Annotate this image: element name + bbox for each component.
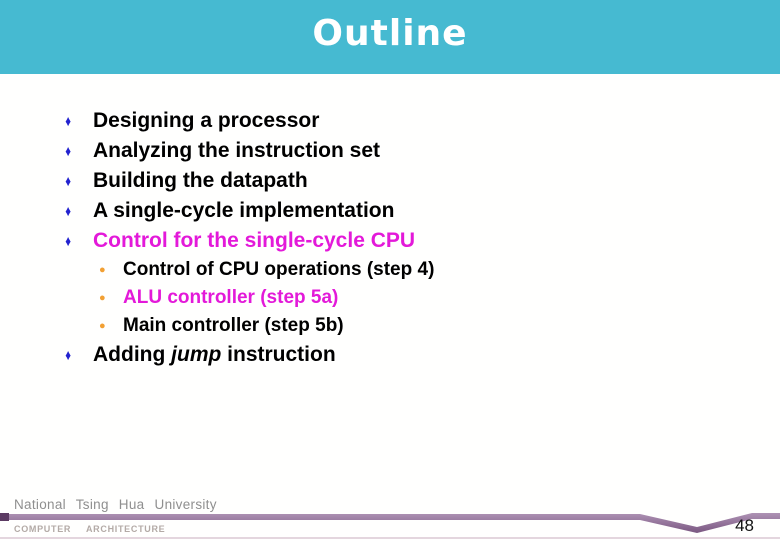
outline-item-text: Building the datapath xyxy=(93,169,308,192)
divider-left-cap xyxy=(0,513,9,521)
outline-item: ♦ A single-cycle implementation xyxy=(60,196,760,226)
outline-item-text: A single-cycle implementation xyxy=(93,199,395,222)
circle-bullet-icon: ● xyxy=(99,320,106,332)
outline-list: ♦ Designing a processor ♦ Analyzing the ins… xyxy=(60,106,760,370)
outline-subitem: ● ALU controller (step 5a) xyxy=(99,284,760,312)
diamond-bullet-icon: ♦ xyxy=(65,172,71,190)
divider-chevron-shape xyxy=(0,513,780,533)
outline-item-text: Adding jump instruction xyxy=(93,343,336,366)
outline-item-text: Control for the single-cycle CPU xyxy=(93,229,416,252)
outline-item: ♦ Analyzing the instruction set xyxy=(60,136,760,166)
diamond-bullet-icon: ♦ xyxy=(65,112,71,130)
department-label: COMPUTER ARCHITECTURE xyxy=(14,524,166,534)
outline-content: ♦ Designing a processor ♦ Analyzing the ins… xyxy=(60,106,760,370)
slide-title: Outline xyxy=(312,13,468,54)
outline-item-text: Analyzing the instruction set xyxy=(93,139,381,162)
outline-subitem: ● Control of CPU operations (step 4) xyxy=(99,256,760,284)
slide-header: Outline xyxy=(0,0,780,74)
outline-item-text: Designing a processor xyxy=(93,109,320,132)
bottom-edge-line xyxy=(0,537,780,539)
outline-subitem: ● Main controller (step 5b) xyxy=(99,312,760,340)
footer-divider-bar xyxy=(0,513,780,533)
page-number: 48 xyxy=(735,516,754,535)
outline-item-text: Main controller (step 5b) xyxy=(123,315,344,336)
university-name: National Tsing Hua University xyxy=(14,497,217,512)
outline-item: ♦ Designing a processor xyxy=(60,106,760,136)
diamond-bullet-icon: ♦ xyxy=(65,142,71,160)
outline-item: ♦ Adding jump instruction xyxy=(60,340,760,370)
diamond-bullet-icon: ♦ xyxy=(65,232,71,250)
circle-bullet-icon: ● xyxy=(99,292,106,304)
outline-item: ♦ Building the datapath xyxy=(60,166,760,196)
outline-item: ♦ Control for the single-cycle CPU xyxy=(60,226,760,256)
diamond-bullet-icon: ♦ xyxy=(65,346,71,364)
circle-bullet-icon: ● xyxy=(99,264,106,276)
outline-item-text: Control of CPU operations (step 4) xyxy=(123,259,435,280)
outline-item-text: ALU controller (step 5a) xyxy=(123,287,339,308)
diamond-bullet-icon: ♦ xyxy=(65,202,71,220)
